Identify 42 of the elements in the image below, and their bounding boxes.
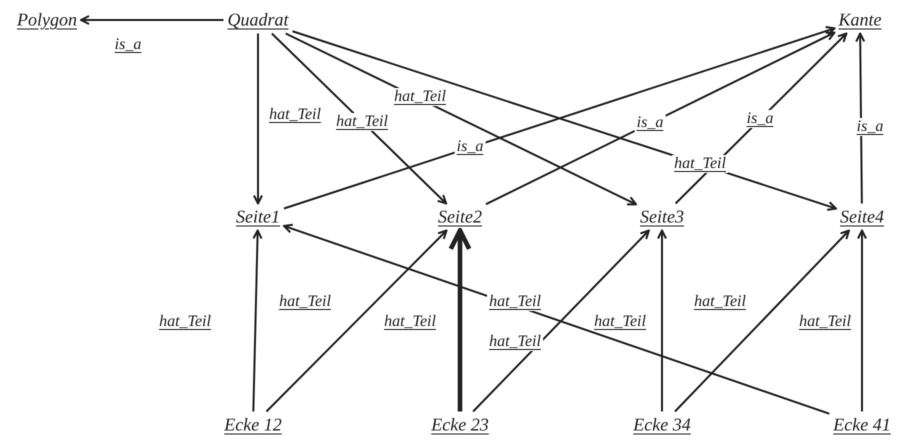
arrow [285, 32, 637, 206]
edge-label: is_a [634, 114, 666, 132]
edge-label: hat_Teil [392, 88, 448, 106]
arrow [857, 230, 867, 412]
concept-label: Seite4 [839, 206, 885, 228]
concept-label: Ecke 12 [223, 414, 283, 436]
edge-label: hat_Teil [382, 313, 438, 331]
edge-label: is_a [112, 36, 144, 54]
concept-label: Seite1 [235, 206, 281, 228]
edge-label: hat_Teil [592, 313, 648, 331]
concept-label: Kante [838, 10, 882, 30]
arrow [253, 34, 263, 204]
edge-label: hat_Teil [157, 313, 213, 331]
concept-label: Quadrat [226, 10, 290, 30]
concept-label: Ecke 23 [430, 414, 490, 436]
concept-label: Ecke 34 [632, 414, 692, 436]
concept-label: Seite3 [639, 206, 685, 228]
edge-label: is_a [854, 118, 886, 136]
arrow [80, 15, 224, 25]
concept-label: Polygon [16, 10, 78, 30]
edge-label: hat_Teil [267, 106, 323, 124]
arrow [855, 32, 866, 204]
edge-label: hat_Teil [797, 313, 853, 331]
concept-label: Seite2 [437, 206, 483, 228]
arrow [283, 224, 830, 415]
arrow [448, 228, 472, 412]
edge-label: hat_Teil [487, 293, 543, 311]
arrow [271, 32, 448, 204]
arrow [266, 230, 448, 412]
arrow [472, 230, 650, 412]
edge-label: is_a [744, 110, 776, 128]
edge-label: hat_Teil [334, 113, 390, 131]
arrow [657, 230, 667, 412]
edge-label: hat_Teil [487, 333, 543, 351]
arrow [674, 230, 850, 412]
arrow [486, 32, 836, 206]
edge-label: hat_Teil [672, 155, 728, 173]
edge-label: hat_Teil [277, 293, 333, 311]
edge-label: hat_Teil [692, 293, 748, 311]
concept-label: Ecke 41 [832, 414, 892, 436]
edge-label: is_a [454, 138, 486, 156]
arrow [252, 230, 262, 412]
